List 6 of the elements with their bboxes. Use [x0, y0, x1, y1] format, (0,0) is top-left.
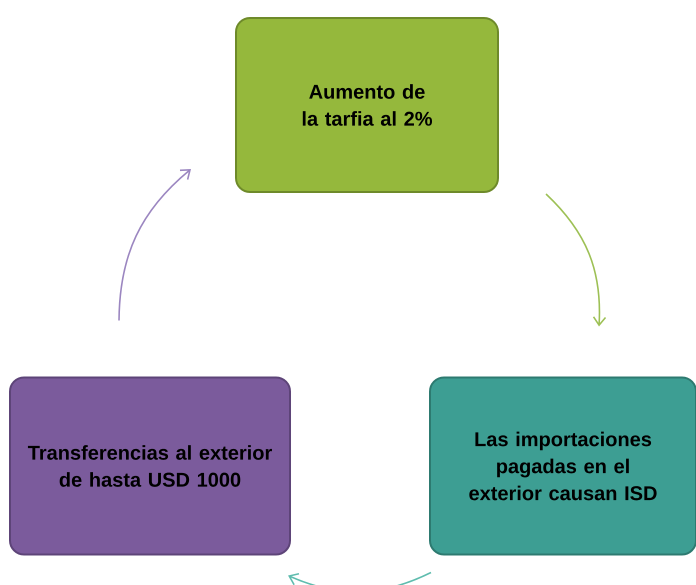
- arrow: [545, 193, 606, 326]
- arrow: [118, 169, 191, 321]
- process-box: Transferencias al exterior de hasta USD 1000: [9, 376, 291, 556]
- process-box: Las importaciones pagadas en el exterior causan ISD: [429, 376, 696, 556]
- process-box: Aumento de la tarfia al 2%: [235, 17, 499, 193]
- arrow: [288, 572, 432, 585]
